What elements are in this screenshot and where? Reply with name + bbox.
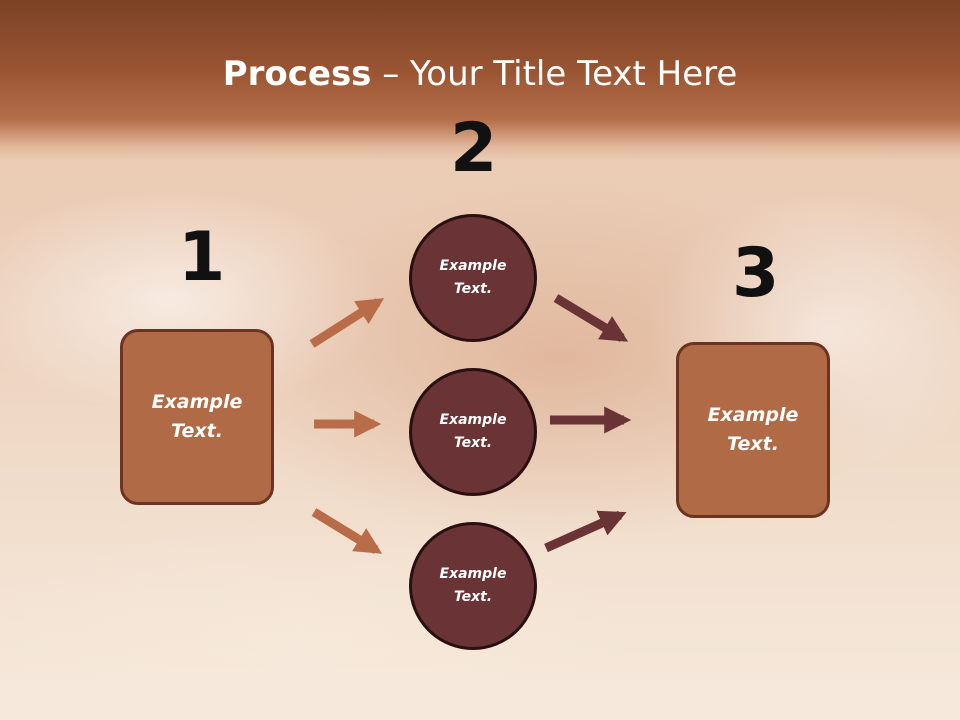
step-box-left-label: Example Text. — [151, 391, 243, 442]
step-box-right: Example Text. — [676, 342, 830, 518]
step-number-3: 3 — [732, 234, 780, 313]
step-box-left: Example Text. — [120, 329, 274, 505]
step-number-2: 2 — [450, 109, 498, 188]
step-circle-bottom-label: Example Text. — [439, 566, 507, 605]
arrow-box1-to-circle3 — [311, 508, 383, 554]
title-rest: – Your Title Text Here — [371, 54, 738, 94]
arrow-circle3-to-box3 — [544, 510, 627, 553]
step-box-right-label: Example Text. — [707, 404, 799, 455]
step-circle-top-label: Example Text. — [439, 258, 507, 297]
arrow-circle1-to-box3 — [553, 294, 629, 342]
arrow-box1-to-circle1 — [309, 298, 385, 348]
step-circle-bottom: Example Text. — [409, 522, 537, 650]
step-circle-middle: Example Text. — [409, 368, 537, 496]
slide-title: Process – Your Title Text Here — [0, 50, 960, 98]
step-number-1: 1 — [178, 218, 226, 297]
header-band — [0, 0, 960, 160]
title-bold: Process — [222, 54, 372, 94]
step-circle-top: Example Text. — [409, 214, 537, 342]
step-circle-middle-label: Example Text. — [439, 412, 507, 451]
